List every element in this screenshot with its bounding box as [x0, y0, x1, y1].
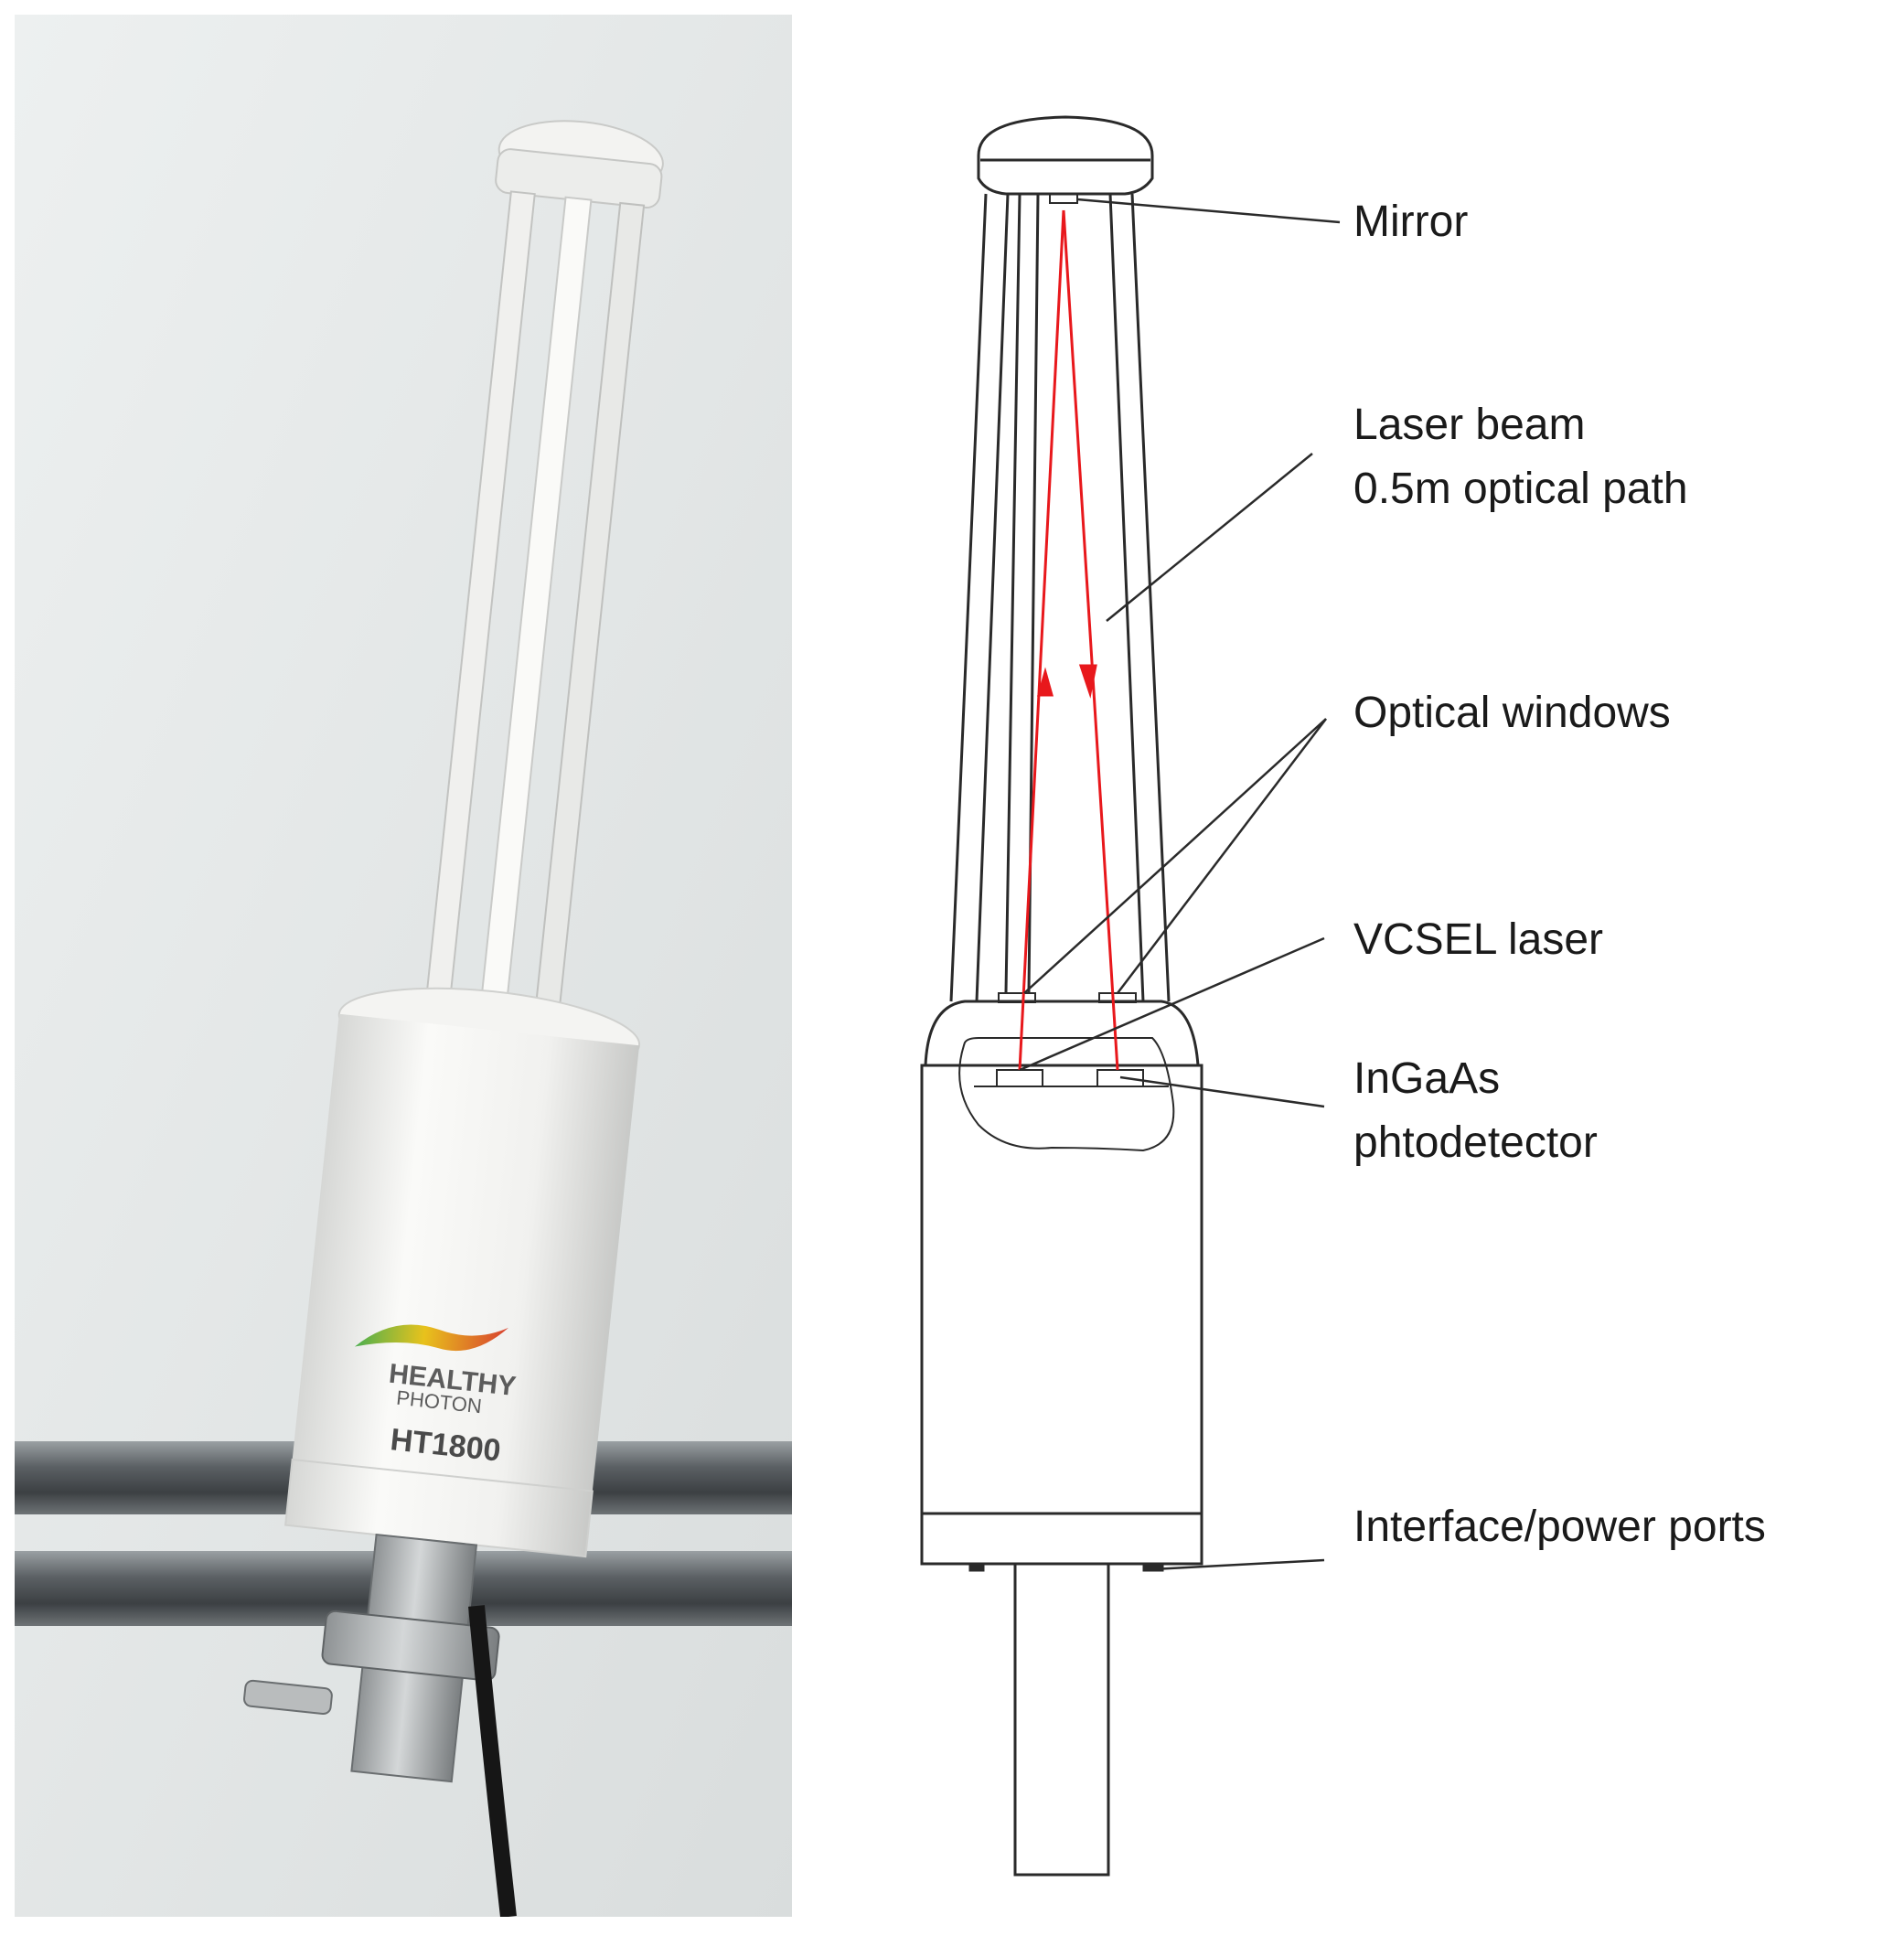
power-cable [468, 1605, 517, 1917]
label-laser-beam-line1: Laser beam [1353, 401, 1586, 449]
label-mirror: Mirror [1353, 190, 1468, 254]
leader-vcsel [1019, 936, 1325, 1072]
leader-optical-window-right [1117, 718, 1327, 994]
leader-optical-window-left [1023, 718, 1327, 994]
label-laser-beam-line2: 0.5m optical path [1353, 464, 1688, 513]
label-mirror-text: Mirror [1353, 198, 1469, 246]
mount-clamp [321, 1610, 500, 1682]
laser-beam-down [1062, 209, 1119, 1071]
label-optical-windows: Optical windows [1353, 681, 1671, 745]
sensor-device: HEALTHY PHOTON HT1800 [243, 120, 664, 1783]
diagram-port-left [968, 1563, 985, 1572]
sensor-photo: HEALTHY PHOTON HT1800 [15, 15, 792, 1917]
leader-ports [1151, 1558, 1325, 1571]
label-optical-windows-text: Optical windows [1353, 689, 1671, 737]
diagram-top-cap [977, 115, 1154, 196]
label-vcsel-text: VCSEL laser [1353, 915, 1603, 964]
brand-logo-mark [354, 1324, 508, 1352]
diagram-rod-left [949, 193, 1010, 1002]
label-photodetector: InGaAs phtodetector [1353, 1047, 1598, 1174]
beam-arrow-up [1037, 667, 1054, 697]
diagram-housing-top [924, 1000, 1200, 1066]
beam-arrow-down [1078, 664, 1097, 699]
diagram-mirror [1049, 193, 1078, 204]
diagram-rod-center [1004, 193, 1040, 993]
laser-beam-up [1018, 209, 1065, 1071]
label-photodetector-line2: phtodetector [1353, 1118, 1598, 1167]
leader-photodetector [1119, 1075, 1325, 1108]
label-vcsel: VCSEL laser [1353, 908, 1603, 972]
diagram-mount-post [1013, 1562, 1110, 1877]
diagram-housing-body [920, 1064, 1203, 1566]
leader-laser-beam [1106, 453, 1313, 622]
diagram-port-right [1142, 1563, 1164, 1572]
leader-mirror [1076, 198, 1341, 224]
diagram-internal-cavity [958, 1037, 1175, 1152]
housing-body [292, 1013, 640, 1492]
label-ports: Interface/power ports [1353, 1495, 1766, 1559]
diagram-window-left [998, 992, 1036, 1003]
diagram-rod-right [1108, 193, 1171, 1002]
label-laser-beam: Laser beam 0.5m optical path [1353, 393, 1688, 520]
diagram-vcsel [996, 1069, 1043, 1087]
label-ports-text: Interface/power ports [1353, 1503, 1766, 1551]
label-photodetector-line1: InGaAs [1353, 1054, 1501, 1103]
sensor-diagram [920, 115, 1341, 1877]
clamp-screw [243, 1679, 333, 1716]
